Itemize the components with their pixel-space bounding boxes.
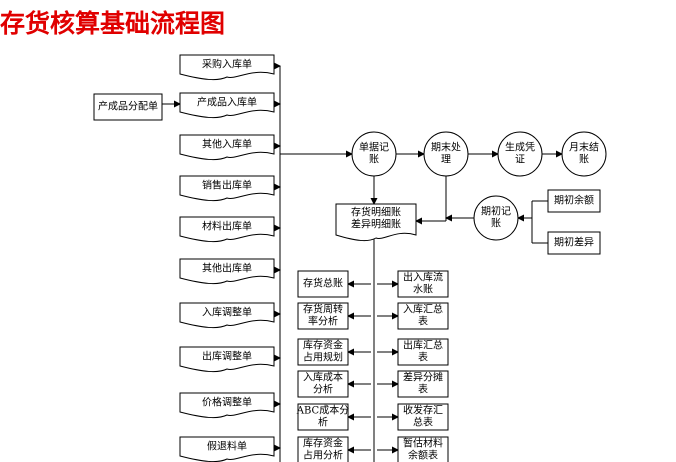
source-document-label: 销售出库单 <box>202 179 252 192</box>
report-right-label: 收发存汇 <box>403 404 443 417</box>
report-right-label: 表 <box>418 315 428 328</box>
report-left-label: 占用规划 <box>303 351 343 364</box>
report-right-box-2 <box>397 302 449 330</box>
detail-ledger-label: 差异明细账 <box>351 218 401 231</box>
source-document-6 <box>179 258 275 285</box>
allocation-slip-box <box>93 93 163 121</box>
report-left-label: 分析 <box>313 383 333 396</box>
report-left-box-3 <box>297 338 349 366</box>
opening-input-box-2 <box>547 231 601 255</box>
process-label: 理 <box>441 154 451 166</box>
report-left-label: 库存资金 <box>303 339 343 352</box>
source-document-label: 材料出库单 <box>202 220 252 233</box>
detail-ledger-label: 存货明细账 <box>351 206 401 219</box>
report-left-label: 库存资金 <box>303 437 343 450</box>
opening-posting-label: 账 <box>491 218 501 230</box>
source-document-8 <box>179 346 275 373</box>
process-node-1 <box>351 131 397 177</box>
report-right-label: 总表 <box>413 416 433 429</box>
process-label: 生成凭 <box>505 141 535 154</box>
opening-input-label: 期初余额 <box>554 194 594 207</box>
source-document-9 <box>179 392 275 419</box>
report-left-label: 析 <box>318 416 328 429</box>
process-label: 账 <box>579 154 589 166</box>
report-right-label: 出库汇总 <box>403 339 443 352</box>
source-document-7 <box>179 302 275 329</box>
opening-posting-label: 期初记 <box>481 205 511 218</box>
process-node-3 <box>497 131 543 177</box>
report-right-box-6 <box>397 436 449 462</box>
source-document-label: 其他入库单 <box>202 138 252 151</box>
report-left-label: 入库成本 <box>303 371 343 384</box>
opening-input-box-1 <box>547 189 601 213</box>
report-left-box-4 <box>297 370 349 398</box>
source-document-label: 产成品入库单 <box>197 96 257 109</box>
source-document-5 <box>179 216 275 243</box>
report-left-box-2 <box>297 302 349 330</box>
process-node-2 <box>423 131 469 177</box>
source-document-label: 假退料单 <box>207 440 247 453</box>
report-right-label: 表 <box>418 383 428 396</box>
report-left-label: 存货周转 <box>303 303 343 316</box>
report-right-box-3 <box>397 338 449 366</box>
source-document-label: 出库调整单 <box>202 350 252 363</box>
report-right-label: 余额表 <box>408 449 438 462</box>
report-right-box-1 <box>397 270 449 298</box>
report-right-label: 差异分摊 <box>403 371 443 384</box>
process-label: 单据记 <box>359 141 389 154</box>
report-left-label: 存货总账 <box>303 277 343 290</box>
report-right-label: 水账 <box>413 284 433 296</box>
allocation-slip-label: 产成品分配单 <box>98 100 158 113</box>
source-document-label: 采购入库单 <box>202 58 252 71</box>
source-document-10 <box>179 436 275 462</box>
source-document-label: 价格调整单 <box>202 396 252 409</box>
opening-posting-node <box>473 195 519 241</box>
source-document-2 <box>179 92 275 119</box>
report-left-box-6 <box>297 436 349 462</box>
report-left-label: 率分析 <box>308 315 338 328</box>
opening-input-label: 期初差异 <box>554 236 594 249</box>
source-document-4 <box>179 175 275 202</box>
source-document-1 <box>179 54 275 81</box>
report-right-label: 表 <box>418 351 428 364</box>
process-label: 账 <box>369 154 379 166</box>
report-left-box-5 <box>297 403 349 431</box>
source-document-label: 其他出库单 <box>202 262 252 275</box>
process-label: 期末处 <box>431 141 461 154</box>
process-label: 证 <box>515 154 525 166</box>
process-node-4 <box>561 131 607 177</box>
report-left-label: ABC成本分 <box>296 404 349 417</box>
page-title: 存货核算基础流程图 <box>0 9 226 38</box>
report-right-label: 入库汇总 <box>403 303 443 316</box>
report-right-label: 出入库流 <box>403 271 443 284</box>
source-document-label: 入库调整单 <box>202 306 252 319</box>
report-right-box-5 <box>397 403 449 431</box>
process-label: 月末结 <box>569 141 599 154</box>
report-left-label: 占用分析 <box>303 449 343 462</box>
source-document-3 <box>179 134 275 161</box>
report-left-box-1 <box>297 270 349 298</box>
detail-ledger-box <box>335 203 417 242</box>
report-right-box-4 <box>397 370 449 398</box>
report-right-label: 暂估材料 <box>403 437 443 450</box>
